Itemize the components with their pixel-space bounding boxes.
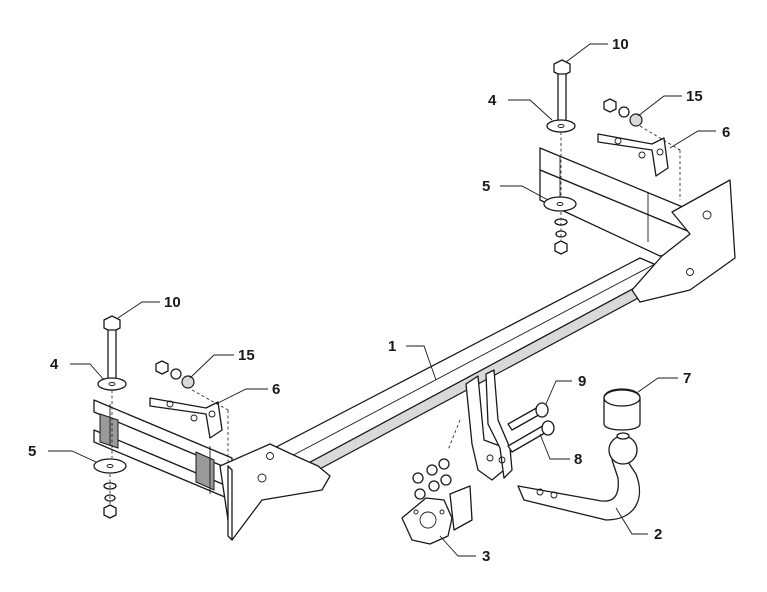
bolt-9 <box>507 402 549 431</box>
socket-plate <box>401 485 473 545</box>
callout-5-left: 5 <box>28 443 36 460</box>
callout-9: 9 <box>578 373 586 390</box>
callout-6-left: 6 <box>272 381 280 398</box>
bolt-8 <box>507 420 555 453</box>
right-nuts-15 <box>603 98 643 127</box>
ball-cover <box>603 388 641 431</box>
callout-leaders <box>48 43 716 557</box>
right-end-bracket <box>539 147 736 303</box>
callout-6-right: 6 <box>722 124 730 141</box>
right-washer-4 <box>546 119 576 133</box>
right-bolt-10 <box>553 59 571 123</box>
left-washer-5 <box>93 458 127 519</box>
callout-10-left: 10 <box>164 294 181 311</box>
callout-3: 3 <box>482 548 490 565</box>
callout-15-left: 15 <box>238 347 255 364</box>
callout-7: 7 <box>683 370 691 387</box>
callout-15-right: 15 <box>686 88 703 105</box>
nut-cluster <box>412 458 452 500</box>
left-mounting-plate <box>149 397 223 439</box>
left-nuts-15 <box>155 360 195 389</box>
callout-1: 1 <box>388 338 396 355</box>
right-washer-5 <box>543 196 577 255</box>
callout-5-right: 5 <box>482 178 490 195</box>
left-end-bracket <box>93 399 331 541</box>
callout-4-right: 4 <box>488 92 497 109</box>
left-washer-4 <box>97 377 127 391</box>
callout-4-left: 4 <box>50 356 59 373</box>
callout-10-right: 10 <box>612 36 629 53</box>
left-bolt-10 <box>103 315 121 381</box>
callout-8: 8 <box>574 451 582 468</box>
center-tow-bracket <box>465 369 513 481</box>
right-mounting-plate <box>597 133 669 177</box>
tow-ball-arm <box>517 432 641 521</box>
callout-2: 2 <box>654 526 662 543</box>
